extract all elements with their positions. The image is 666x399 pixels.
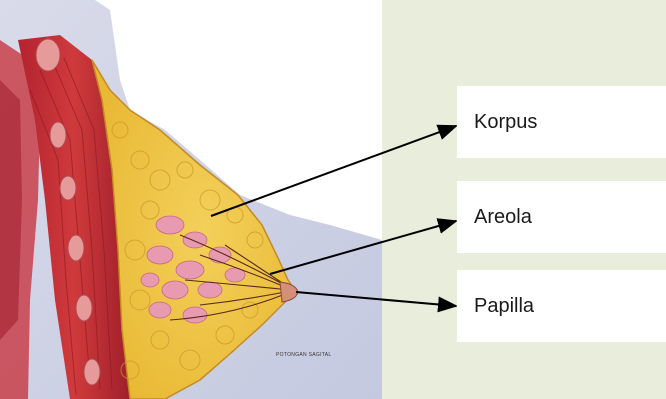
korpus-arrow — [211, 126, 456, 216]
areola-arrow — [270, 221, 456, 274]
korpus-label: Korpus — [474, 111, 537, 134]
papilla-label-box: Papilla — [457, 270, 666, 342]
areola-label-box: Areola — [457, 181, 666, 253]
korpus-label-box: Korpus — [457, 86, 666, 158]
papilla-label: Papilla — [474, 295, 534, 318]
papilla-arrow — [296, 292, 456, 306]
areola-label: Areola — [474, 206, 532, 229]
